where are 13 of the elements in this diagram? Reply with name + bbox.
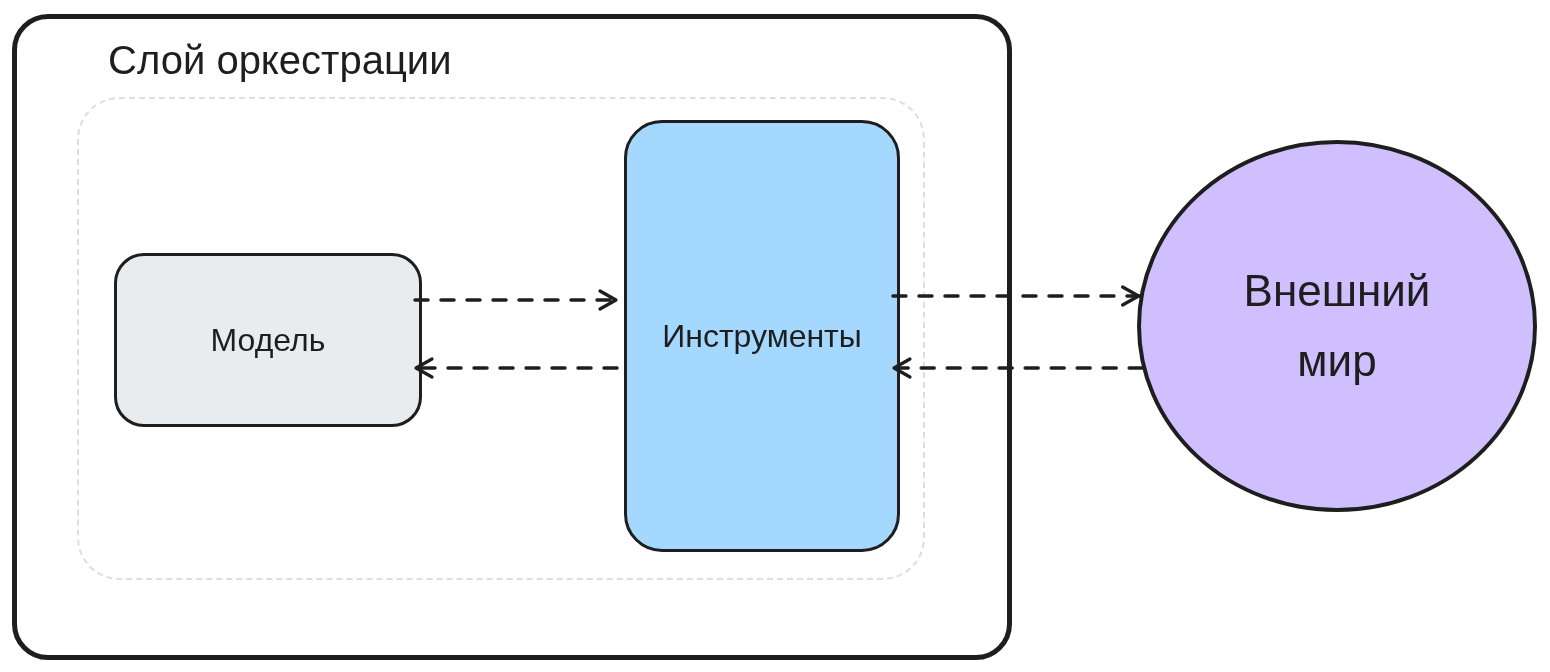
dashed-arrow: [413, 357, 619, 379]
dashed-arrow: [891, 285, 1142, 307]
process-box: [114, 253, 422, 427]
ellipse-node: [1137, 140, 1537, 512]
container-box: [12, 14, 1012, 660]
process-box: [624, 120, 900, 552]
node-label: Инструменты: [662, 317, 862, 355]
box-title: Слой оркестрации: [108, 37, 452, 83]
dashed-group-box: [77, 97, 925, 580]
node-label: Внешний мир: [1243, 264, 1431, 387]
dashed-arrow: [413, 289, 619, 311]
node-label: Модель: [210, 321, 326, 359]
dashed-arrow: [891, 357, 1144, 379]
